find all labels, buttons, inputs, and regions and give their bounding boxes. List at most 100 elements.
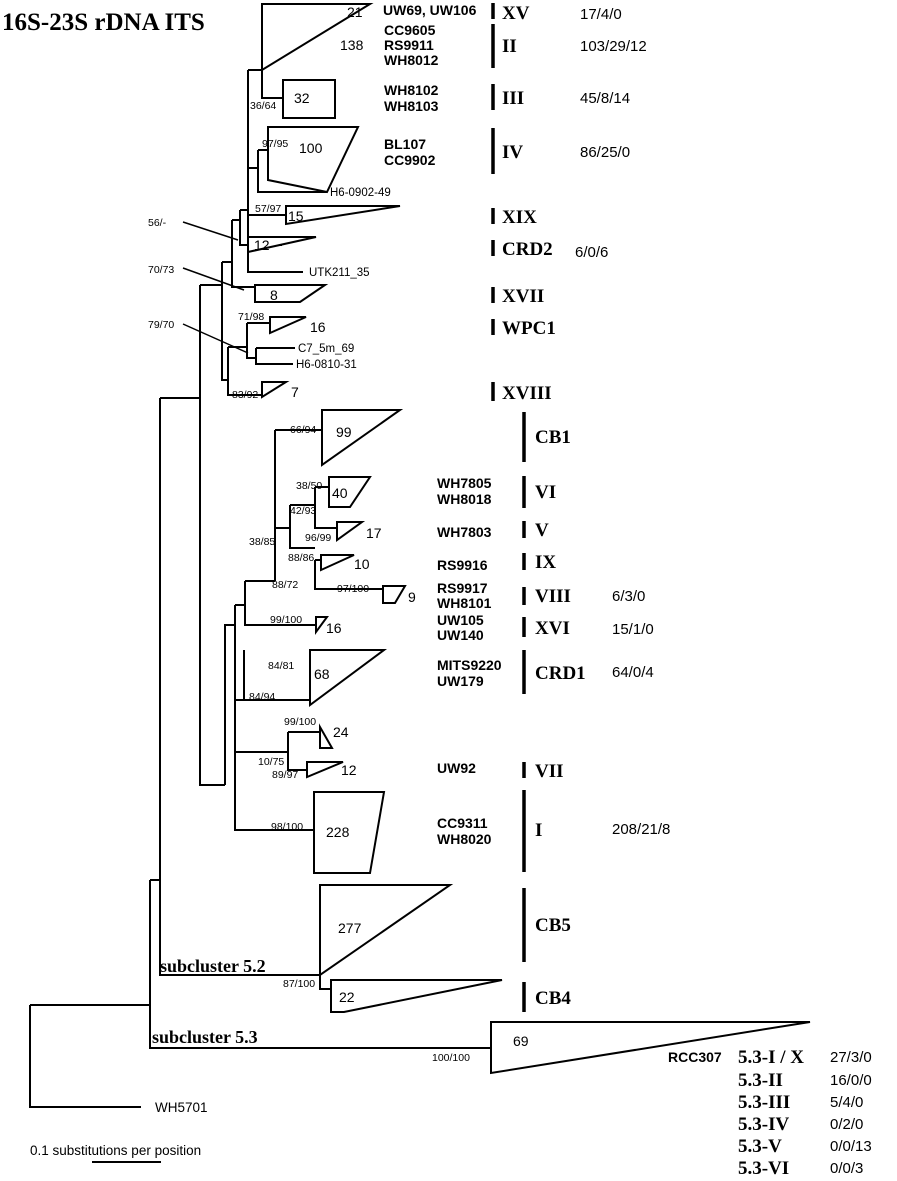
clade-XVII-triangle (254, 284, 329, 303)
s53-label: 5.3-I / X (738, 1047, 804, 1068)
clade-label: CB4 (535, 988, 571, 1009)
leaf-label: WH5701 (155, 1100, 208, 1115)
clade-size: 22 (339, 989, 355, 1005)
clade-label: XIX (502, 207, 537, 228)
s53-counts: 16/0/0 (830, 1072, 872, 1089)
clade-size: 277 (338, 920, 362, 936)
scale-label: 0.1 substitutions per position (30, 1143, 201, 1158)
strain-labels: UW69, UW106 CC9605 RS9911 WH8012 WH8102 … (383, 2, 722, 1065)
subcluster-5-3-label: subcluster 5.3 (152, 1027, 258, 1047)
bootstrap-value: 84/81 (268, 660, 294, 672)
clade-counts-value: 86/25/0 (580, 144, 630, 161)
leaf-label: H6-0810-31 (296, 359, 357, 371)
clade-label: VI (535, 482, 556, 503)
clade-label: CRD1 (535, 663, 586, 684)
clade-counts-value: 208/21/8 (612, 821, 670, 838)
clade-label: XVIII (502, 383, 552, 404)
clade-counts-value: 6/0/6 (575, 244, 608, 261)
clade-counts-value: 45/8/14 (580, 90, 630, 107)
strain-label: CC9311 (437, 815, 488, 831)
strain-label: WH8101 (437, 595, 492, 611)
clade-label: XVI (535, 618, 570, 639)
clade-size: 69 (513, 1033, 529, 1049)
bootstrap-value: 42/93 (290, 505, 316, 517)
strain-label: UW140 (437, 627, 484, 643)
clade-size: 15 (288, 208, 304, 224)
clade-bars (491, 3, 526, 1012)
bootstrap-value: 98/100 (271, 821, 303, 833)
clade-size: 10 (354, 556, 370, 572)
clade-label: XVII (502, 286, 544, 307)
clade-counts: 17/4/0 103/29/12 45/8/14 86/25/0 6/0/6 6… (575, 6, 670, 838)
s53-label: 5.3-II (738, 1070, 783, 1091)
clade-XV-triangle (261, 3, 374, 72)
bootstrap-value: 38/85 (249, 536, 275, 548)
tree-branches (29, 36, 491, 1108)
strain-label: WH7803 (437, 524, 492, 540)
clade-CB5-triangle (319, 884, 454, 977)
bootstrap-value: 70/73 (148, 264, 174, 276)
clade-size: 138 (340, 37, 364, 53)
strain-label: WH8018 (437, 491, 492, 507)
clade-size: 100 (299, 140, 323, 156)
clade-counts-value: 17/4/0 (580, 6, 622, 23)
strain-label: WH7805 (437, 475, 492, 491)
strain-label: CC9605 (384, 22, 436, 38)
strain-label: UW69, UW106 (383, 2, 477, 18)
bootstrap-values: 36/64 97/95 57/97 56/- 70/73 71/98 79/70… (148, 100, 470, 1064)
clade-size: 228 (326, 824, 350, 840)
strain-label: UW92 (437, 760, 476, 776)
bootstrap-value: 100/100 (432, 1052, 470, 1064)
clade-label: IV (502, 142, 523, 163)
clade-XVI-triangle (315, 616, 329, 636)
leaf-labels: H6-0902-49 UTK211_35 C7_5m_69 H6-0810-31… (155, 187, 391, 1115)
clade-size: 12 (254, 237, 270, 253)
bootstrap-value: 38/50 (296, 480, 322, 492)
clade-CB4-triangle (330, 979, 503, 1013)
clade-size: 9 (408, 589, 416, 605)
clade-IX-triangle (320, 554, 355, 572)
clade-XVIII-triangle (261, 381, 290, 399)
clade-label: VIII (535, 586, 571, 607)
clade-label: XV (502, 3, 530, 24)
clade-counts-value: 6/3/0 (612, 588, 645, 605)
s53-label: 5.3-V (738, 1136, 782, 1157)
strain-label: BL107 (384, 136, 426, 152)
leaf-label: H6-0902-49 (330, 187, 391, 199)
s53-label: 5.3-VI (738, 1158, 789, 1179)
clade-size: 24 (333, 724, 349, 740)
clade-CB1-triangle (321, 409, 404, 467)
clade-size: 12 (341, 762, 357, 778)
clade-label: V (535, 520, 549, 541)
bootstrap-value: 99/100 (284, 716, 316, 728)
clade-V-triangle (336, 521, 366, 542)
clade-size: 32 (294, 90, 310, 106)
strain-label: RS9911 (384, 37, 434, 53)
bootstrap-value: 96/99 (305, 532, 331, 544)
s53-counts: 0/0/13 (830, 1138, 872, 1155)
leaf-label: UTK211_35 (309, 267, 370, 279)
leaf-label: C7_5m_69 (298, 343, 354, 355)
strain-label: RS9917 (437, 580, 488, 596)
strain-label: CC9902 (384, 152, 436, 168)
clade-III-triangle (282, 79, 336, 119)
clade-counts-value: 15/1/0 (612, 621, 654, 638)
clade-label: I (535, 820, 542, 841)
bootstrap-value: 71/98 (238, 311, 264, 323)
clade-labels: XV II III IV XIX CRD2 XVII WPC1 XVIII CB… (502, 3, 586, 1009)
clade-VIII-triangle (382, 585, 407, 604)
s53-label: 5.3-III (738, 1092, 790, 1113)
clade-size: 16 (326, 620, 342, 636)
bootstrap-value: 57/97 (255, 203, 281, 215)
collapsed-clades (247, 3, 811, 1075)
clade-IV-triangle (267, 126, 360, 194)
s53-counts: 0/2/0 (830, 1116, 863, 1133)
bootstrap-value: 99/100 (270, 614, 302, 626)
clade-size: 17 (366, 525, 382, 541)
clade-size: 16 (310, 319, 326, 335)
strain-label: WH8102 (384, 82, 439, 98)
clade-counts-value: 64/0/4 (612, 664, 654, 681)
strain-label: WH8103 (384, 98, 439, 114)
bootstrap-value: 83/92 (232, 389, 258, 401)
